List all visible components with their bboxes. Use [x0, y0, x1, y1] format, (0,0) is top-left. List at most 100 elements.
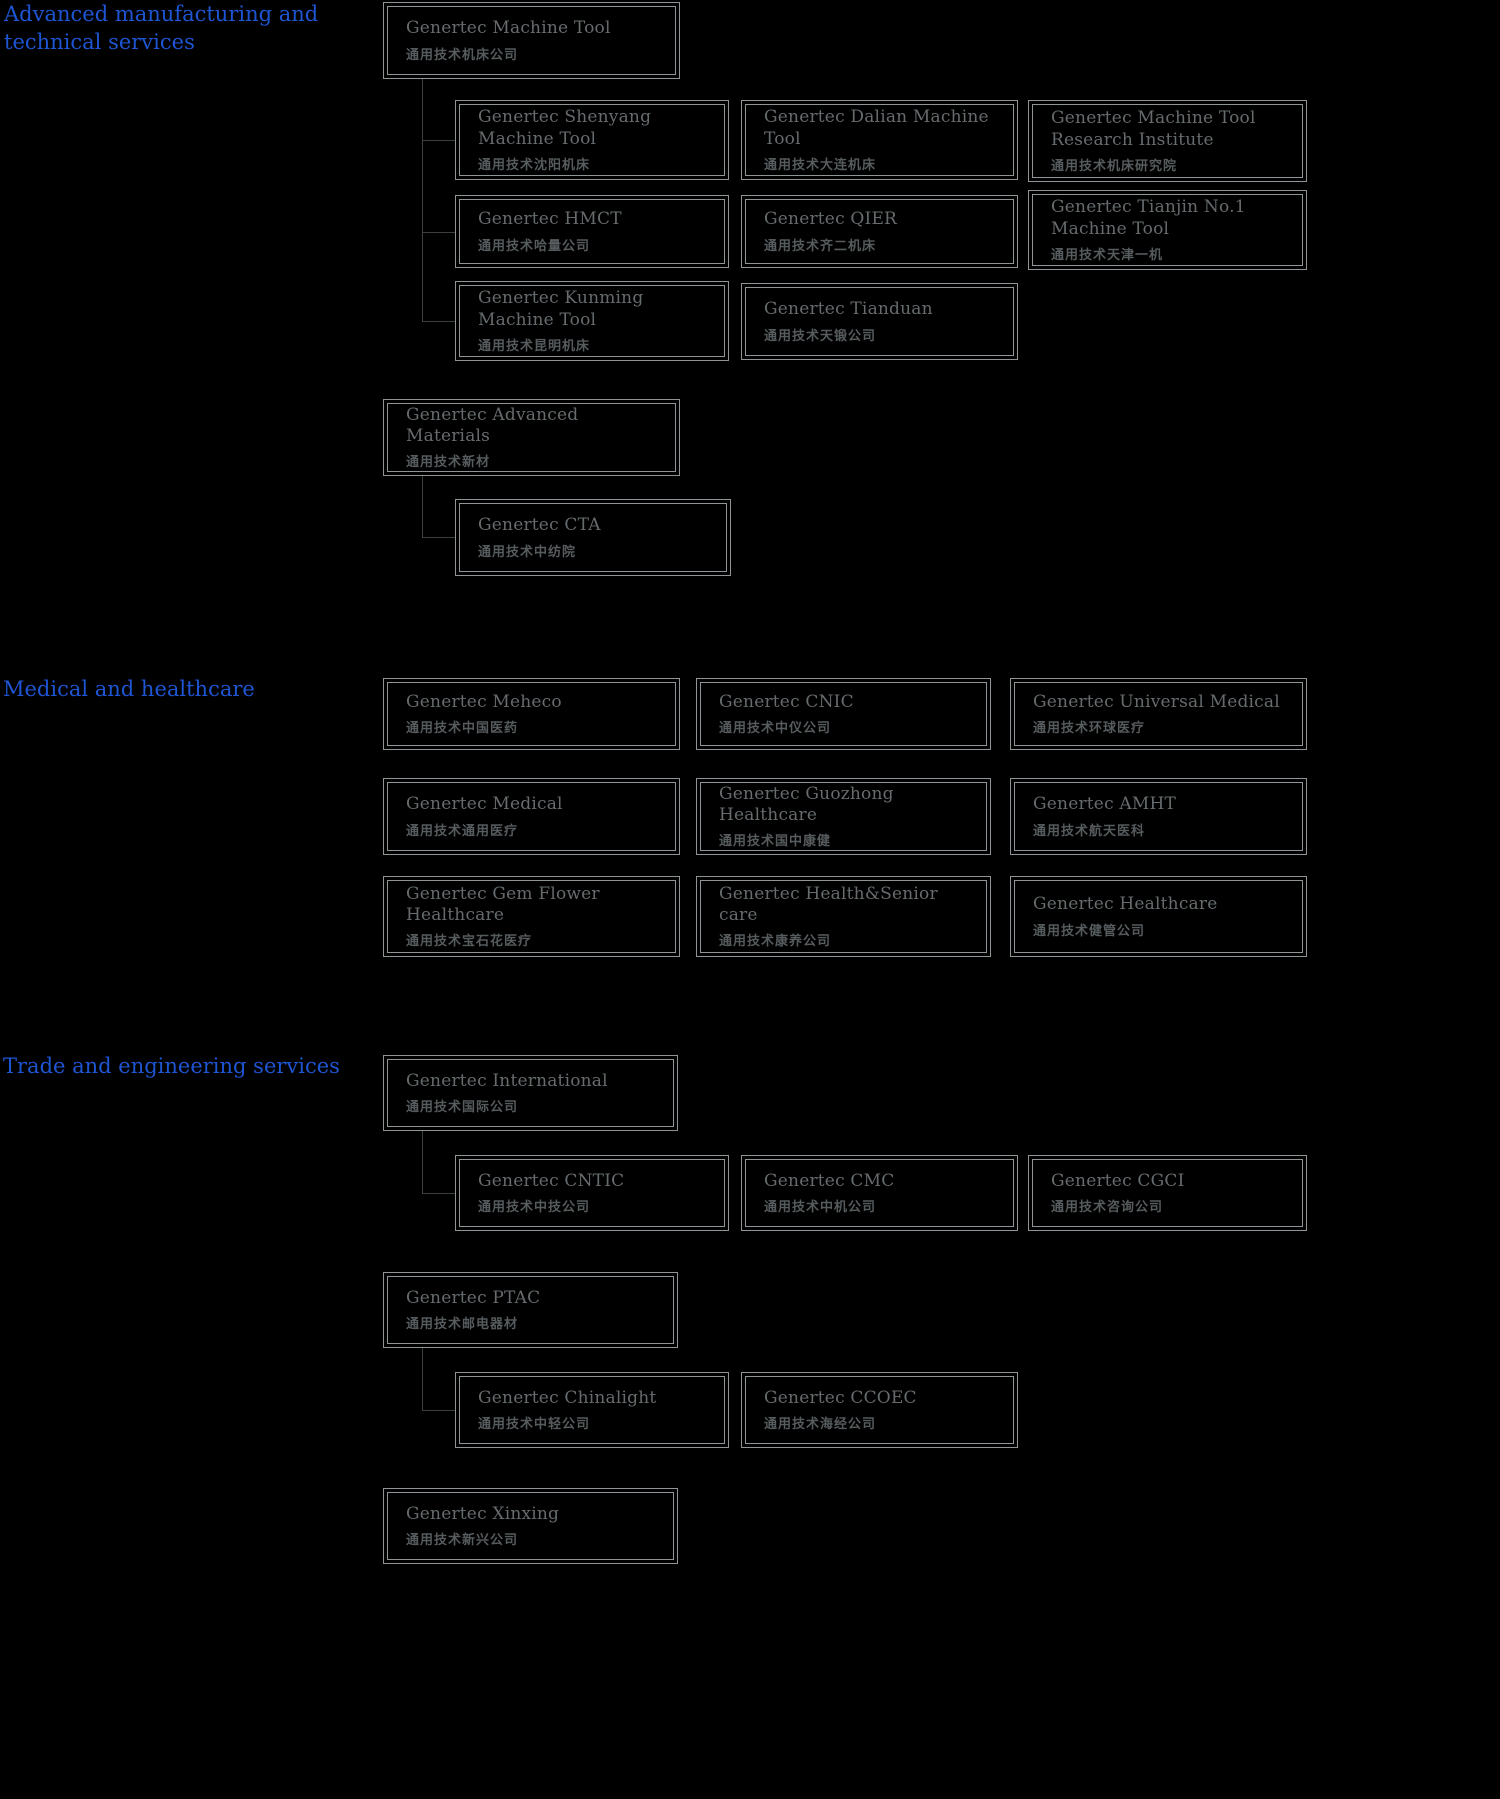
- connector-line: [422, 1348, 423, 1410]
- connector-line: [422, 79, 423, 321]
- org-node-border: Genertec Chinalight 通用技术中轻公司: [459, 1376, 725, 1444]
- org-node-name-en: Genertec Machine Tool Research Institute: [1051, 108, 1256, 150]
- org-node-name-zh: 通用技术环球医疗: [1033, 721, 1146, 737]
- org-node-genertec-chinalight: Genertec Chinalight 通用技术中轻公司: [455, 1372, 729, 1448]
- org-node-border: Genertec AMHT 通用技术航天医科: [1014, 782, 1303, 851]
- org-node-genertec-healthcare: Genertec Healthcare 通用技术健管公司: [1010, 876, 1307, 957]
- org-node-name-zh: 通用技术新兴公司: [406, 1533, 519, 1549]
- org-node-name-zh: 通用技术邮电器材: [406, 1317, 519, 1333]
- org-node-name-en: Genertec CNTIC: [478, 1170, 625, 1191]
- org-node-genertec-amht: Genertec AMHT 通用技术航天医科: [1010, 778, 1307, 855]
- org-node-name-en: Genertec Shenyang Machine Tool: [478, 107, 652, 149]
- org-node-genertec-health-senior-care: Genertec Health&Senior care 通用技术康养公司: [696, 876, 991, 957]
- org-node-name-zh: 通用技术齐二机床: [764, 238, 877, 254]
- org-node-name-zh: 通用技术海经公司: [764, 1417, 877, 1433]
- org-node-name-en: Genertec CCOEC: [764, 1387, 917, 1408]
- org-node-border: Genertec Medical 通用技术通用医疗: [387, 782, 676, 851]
- connector-line: [422, 1131, 423, 1193]
- org-node-name-en: Genertec Health&Senior care: [719, 883, 938, 925]
- org-node-border: Genertec Shenyang Machine Tool 通用技术沈阳机床: [459, 104, 725, 176]
- org-node-name-en: Genertec Meheco: [406, 691, 562, 712]
- org-node-genertec-cntic: Genertec CNTIC 通用技术中技公司: [455, 1155, 729, 1231]
- org-node-border: Genertec International 通用技术国际公司: [387, 1059, 674, 1127]
- org-node-name-en: Genertec Advanced Materials: [406, 404, 579, 446]
- org-node-border: Genertec Tianjin No.1 Machine Tool 通用技术天…: [1032, 194, 1303, 266]
- org-node-border: Genertec Tianduan 通用技术天锻公司: [745, 287, 1014, 356]
- org-node-name-zh: 通用技术中纺院: [478, 544, 577, 560]
- org-node-genertec-ccoec: Genertec CCOEC 通用技术海经公司: [741, 1372, 1018, 1448]
- org-node-name-zh: 通用技术中技公司: [478, 1200, 591, 1216]
- org-node-name-en: Genertec CTA: [478, 515, 601, 536]
- org-node-genertec-universal-medical: Genertec Universal Medical 通用技术环球医疗: [1010, 678, 1307, 750]
- org-node-genertec-ptac: Genertec PTAC 通用技术邮电器材: [383, 1272, 678, 1348]
- org-node-border: Genertec CTA 通用技术中纺院: [459, 503, 727, 572]
- org-node-border: Genertec CNIC 通用技术中仪公司: [700, 682, 987, 746]
- org-node-genertec-cmc: Genertec CMC 通用技术中机公司: [741, 1155, 1018, 1231]
- org-node-name-zh: 通用技术机床公司: [406, 47, 519, 63]
- org-node-border: Genertec Universal Medical 通用技术环球医疗: [1014, 682, 1303, 746]
- org-node-genertec-guozhong-healthcare: Genertec Guozhong Healthcare 通用技术国中康健: [696, 778, 991, 855]
- org-node-name-en: Genertec Chinalight: [478, 1387, 657, 1408]
- org-node-border: Genertec CNTIC 通用技术中技公司: [459, 1159, 725, 1227]
- connector-line: [422, 476, 423, 537]
- org-node-border: Genertec Machine Tool Research Institute…: [1032, 104, 1303, 178]
- org-node-border: Genertec Kunming Machine Tool 通用技术昆明机床: [459, 285, 725, 357]
- org-node-border: Genertec Meheco 通用技术中国医药: [387, 682, 676, 746]
- org-node-genertec-cgci: Genertec CGCI 通用技术咨询公司: [1028, 1155, 1307, 1231]
- org-node-border: Genertec Machine Tool 通用技术机床公司: [387, 6, 676, 75]
- org-node-name-en: Genertec Gem Flower Healthcare: [406, 883, 600, 925]
- section-label-advanced-manufacturing: Advanced manufacturing and technical ser…: [4, 2, 319, 55]
- org-node-border: Genertec Advanced Materials 通用技术新材: [387, 403, 676, 472]
- org-node-name-zh: 通用技术康养公司: [719, 934, 832, 950]
- org-node-genertec-kunming-machine-tool: Genertec Kunming Machine Tool 通用技术昆明机床: [455, 281, 729, 361]
- org-node-name-en: Genertec CNIC: [719, 691, 854, 712]
- org-node-genertec-meheco: Genertec Meheco 通用技术中国医药: [383, 678, 680, 750]
- org-node-name-en: Genertec Medical: [406, 794, 563, 815]
- org-node-name-en: Genertec PTAC: [406, 1287, 541, 1308]
- org-node-name-en: Genertec CGCI: [1051, 1170, 1185, 1191]
- org-node-name-en: Genertec HMCT: [478, 209, 622, 230]
- org-node-name-zh: 通用技术中机公司: [764, 1200, 877, 1216]
- org-node-genertec-gem-flower-healthcare: Genertec Gem Flower Healthcare 通用技术宝石花医疗: [383, 876, 680, 957]
- org-node-genertec-cta: Genertec CTA 通用技术中纺院: [455, 499, 731, 576]
- section-label-medical-healthcare: Medical and healthcare: [3, 677, 255, 701]
- org-node-name-en: Genertec Universal Medical: [1033, 691, 1280, 712]
- org-node-name-en: Genertec CMC: [764, 1170, 895, 1191]
- org-node-name-zh: 通用技术国际公司: [406, 1100, 519, 1116]
- org-node-border: Genertec Guozhong Healthcare 通用技术国中康健: [700, 782, 987, 851]
- org-node-name-zh: 通用技术哈量公司: [478, 238, 591, 254]
- org-node-name-en: Genertec Kunming Machine Tool: [478, 288, 644, 330]
- org-node-name-zh: 通用技术大连机床: [764, 157, 877, 173]
- org-node-name-zh: 通用技术天津一机: [1051, 247, 1164, 263]
- org-node-name-en: Genertec Tianjin No.1 Machine Tool: [1051, 197, 1246, 239]
- org-node-border: Genertec Dalian Machine Tool 通用技术大连机床: [745, 104, 1014, 176]
- org-node-name-zh: 通用技术沈阳机床: [478, 157, 591, 173]
- org-node-name-en: Genertec International: [406, 1070, 608, 1091]
- org-node-name-zh: 通用技术中轻公司: [478, 1417, 591, 1433]
- org-node-name-en: Genertec Machine Tool: [406, 18, 611, 39]
- org-node-name-zh: 通用技术咨询公司: [1051, 1200, 1164, 1216]
- org-node-genertec-hmct: Genertec HMCT 通用技术哈量公司: [455, 195, 729, 268]
- org-node-border: Genertec HMCT 通用技术哈量公司: [459, 199, 725, 264]
- org-node-name-zh: 通用技术国中康健: [719, 834, 832, 850]
- org-node-name-zh: 通用技术航天医科: [1033, 823, 1146, 839]
- org-node-name-zh: 通用技术通用医疗: [406, 823, 519, 839]
- org-node-genertec-machine-tool: Genertec Machine Tool 通用技术机床公司: [383, 2, 680, 79]
- org-node-genertec-medical: Genertec Medical 通用技术通用医疗: [383, 778, 680, 855]
- org-node-genertec-advanced-materials: Genertec Advanced Materials 通用技术新材: [383, 399, 680, 476]
- org-node-genertec-xinxing: Genertec Xinxing 通用技术新兴公司: [383, 1488, 678, 1564]
- org-node-border: Genertec CMC 通用技术中机公司: [745, 1159, 1014, 1227]
- org-node-name-zh: 通用技术中仪公司: [719, 721, 832, 737]
- org-node-name-zh: 通用技术天锻公司: [764, 328, 877, 344]
- org-node-name-zh: 通用技术新材: [406, 455, 491, 471]
- org-node-name-en: Genertec Tianduan: [764, 299, 933, 320]
- connector-line: [422, 1410, 455, 1411]
- org-node-name-en: Genertec Dalian Machine Tool: [764, 107, 989, 149]
- org-node-name-en: Genertec Xinxing: [406, 1503, 560, 1524]
- org-node-name-zh: 通用技术中国医药: [406, 721, 519, 737]
- org-node-name-zh: 通用技术健管公司: [1033, 923, 1146, 939]
- org-node-genertec-cnic: Genertec CNIC 通用技术中仪公司: [696, 678, 991, 750]
- org-node-border: Genertec Health&Senior care 通用技术康养公司: [700, 880, 987, 953]
- org-node-border: Genertec Gem Flower Healthcare 通用技术宝石花医疗: [387, 880, 676, 953]
